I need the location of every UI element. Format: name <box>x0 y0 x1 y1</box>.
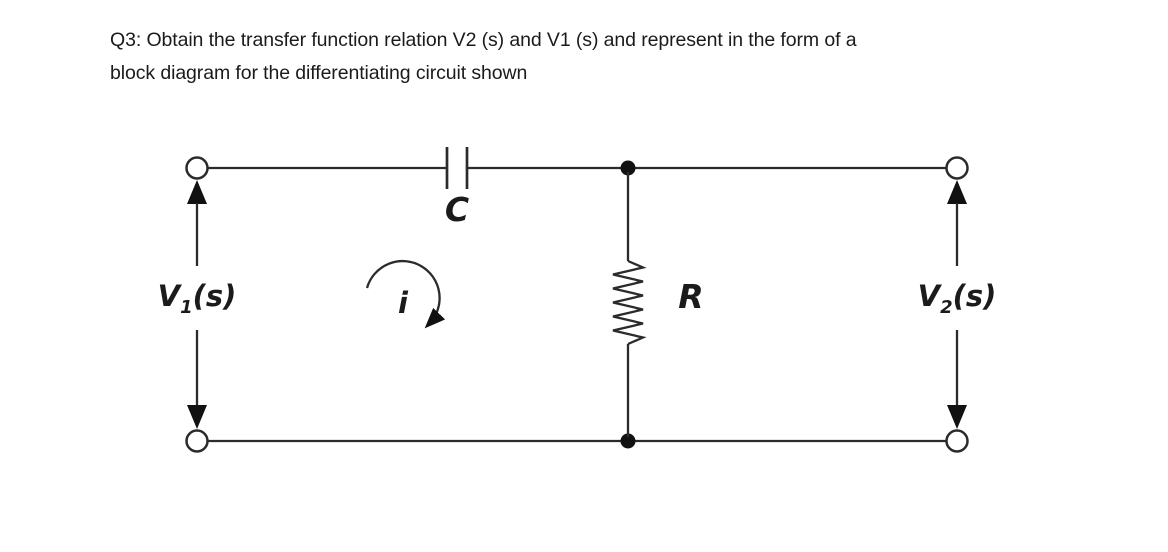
current-loop-arrow <box>365 259 446 329</box>
v2-label: V2(s) <box>918 279 997 318</box>
v2-arrowhead-down <box>947 405 967 429</box>
v2-label-arg: (s) <box>953 279 997 313</box>
terminal-output-bottom <box>945 429 969 453</box>
question-line-2: block diagram for the differentiating ci… <box>110 62 528 84</box>
terminal-output-top <box>945 156 969 180</box>
v2-label-subscript: 2 <box>940 297 953 318</box>
terminal-input-top <box>185 156 209 180</box>
v2-voltage-arrow: V2(s) <box>918 180 997 429</box>
resistor-zigzag <box>612 259 647 346</box>
v1-arrowhead-down <box>187 405 207 429</box>
junction-dot-bottom <box>620 433 636 449</box>
current-loop: i <box>365 259 446 329</box>
v1-label: V1(s) <box>158 279 237 318</box>
v1-label-arg: (s) <box>193 279 237 313</box>
v1-label-subscript: 1 <box>180 297 193 318</box>
v2-label-base: V <box>918 279 943 313</box>
resistor-label: R <box>678 277 703 316</box>
capacitor: C <box>445 147 469 229</box>
question-line-1: Q3: Obtain the transfer function relatio… <box>110 29 857 51</box>
v1-arrowhead-up <box>187 180 207 204</box>
terminal-input-bottom <box>185 429 209 453</box>
v1-voltage-arrow: V1(s) <box>158 180 237 429</box>
v1-label-base: V <box>158 279 183 313</box>
v2-arrowhead-up <box>947 180 967 204</box>
junction-dot-top <box>620 160 636 176</box>
resistor: R <box>612 172 704 437</box>
question-text: Q3: Obtain the transfer function relatio… <box>110 24 1050 90</box>
capacitor-label: C <box>445 190 469 229</box>
current-label: i <box>398 286 409 320</box>
